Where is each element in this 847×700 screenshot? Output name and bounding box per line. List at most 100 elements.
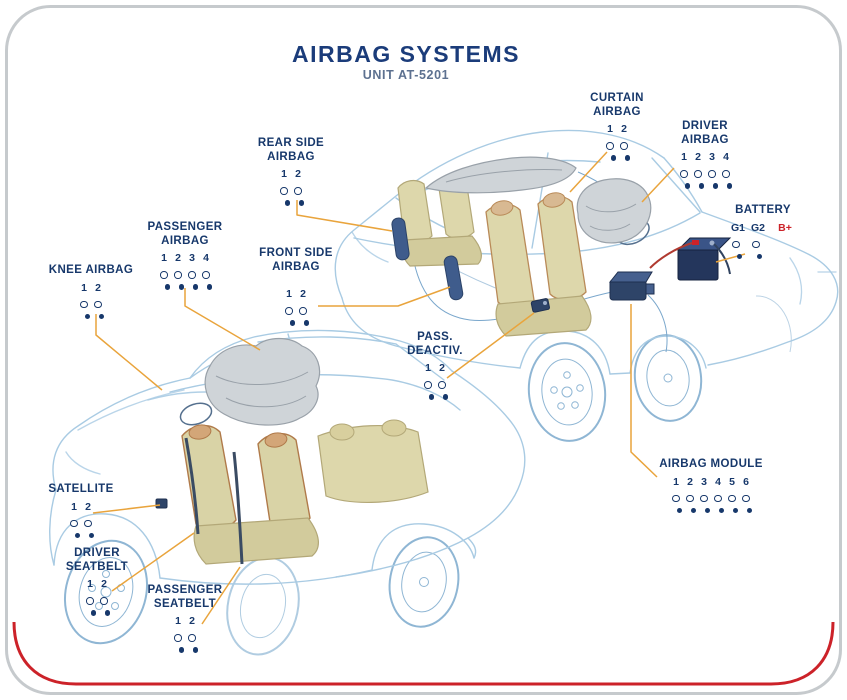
pin-dot-icon bbox=[281, 200, 295, 207]
pin-number: 1 bbox=[161, 252, 167, 264]
pin-number: 4 bbox=[715, 475, 721, 488]
pin-number: 1 bbox=[87, 578, 93, 590]
pin-circle-icon bbox=[669, 494, 683, 503]
pin-dot-icon bbox=[607, 155, 621, 162]
bottom-red-accent bbox=[12, 621, 835, 686]
front-side-airbag-graphic bbox=[443, 255, 464, 301]
pin-dot-icon bbox=[175, 647, 189, 654]
pin-dot-icon bbox=[723, 183, 737, 190]
callout-rear-side-airbag-label: REAR SIDE AIRBAG bbox=[257, 137, 325, 163]
pin-circle-icon bbox=[282, 307, 296, 315]
leader-rear-side-airbag bbox=[296, 200, 393, 232]
pin-dot-icon bbox=[85, 532, 99, 540]
callout-battery-label: BATTERY bbox=[735, 204, 791, 216]
callout-passenger-airbag-label: PASSENGER AIRBAG bbox=[147, 221, 223, 247]
pin-dot-icon bbox=[439, 394, 453, 401]
pin-number: 3 bbox=[709, 151, 715, 163]
pin-circle-icon bbox=[277, 187, 291, 195]
pin-number: 4 bbox=[203, 252, 209, 264]
curtain-airbag-graphic bbox=[424, 156, 577, 194]
pin-circle-icon bbox=[421, 381, 435, 389]
pin-number: 5 bbox=[729, 475, 735, 488]
pin-number: 1 bbox=[175, 615, 181, 627]
pin-circle-icon bbox=[67, 519, 81, 528]
pin-circle-icon bbox=[683, 494, 697, 503]
pin-dot-icon bbox=[743, 507, 757, 515]
pin-dot-icon bbox=[730, 253, 750, 261]
leader-pass-deactiv bbox=[446, 312, 535, 379]
callout-airbag-module-pin-dots bbox=[648, 502, 781, 513]
pin-number: 2 bbox=[687, 475, 693, 488]
leader-passenger-airbag bbox=[184, 288, 261, 351]
pin-number: 6 bbox=[743, 475, 749, 488]
pin-circle-icon bbox=[171, 271, 185, 279]
callout-driver-airbag-pin-circles bbox=[645, 165, 765, 178]
pin-number: 4 bbox=[723, 151, 729, 163]
pin-dot-icon bbox=[203, 284, 217, 291]
pin-number: 2 bbox=[95, 281, 101, 294]
car-right-front-seats bbox=[485, 192, 592, 337]
pin-dot-icon bbox=[687, 507, 701, 515]
callout-passenger-seatbelt-pin-circles bbox=[125, 629, 245, 642]
pin-number: G1 bbox=[730, 221, 745, 234]
pin-dot-icon bbox=[101, 610, 115, 617]
pin-circle-icon bbox=[185, 271, 199, 279]
callout-driver-seatbelt-pin-dots bbox=[44, 604, 157, 616]
pin-number: 1 bbox=[286, 288, 292, 300]
pin-number: 1 bbox=[681, 151, 687, 163]
pin-circle-icon bbox=[291, 187, 305, 195]
pin-circle-icon bbox=[691, 170, 705, 178]
leader-airbag-module bbox=[630, 304, 658, 478]
callout-pass-deactiv-pin-dots bbox=[382, 388, 495, 400]
leader-driver-airbag bbox=[641, 167, 675, 203]
pin-number: 1 bbox=[281, 168, 287, 180]
callout-passenger-airbag-pin-circles bbox=[125, 266, 245, 279]
leader-satellite bbox=[92, 504, 161, 514]
pin-dot-icon bbox=[189, 284, 203, 291]
pin-dot-icon bbox=[286, 320, 300, 327]
callout-satellite-pin-circles bbox=[26, 515, 136, 527]
satellite-component bbox=[155, 498, 168, 509]
leader-driver-seatbelt bbox=[111, 532, 195, 592]
callout-battery-pin-dots bbox=[710, 248, 823, 259]
leader-curtain-airbag bbox=[569, 151, 608, 193]
pin-number: 2 bbox=[621, 123, 627, 135]
pin-dot-icon bbox=[87, 610, 101, 617]
page-title: AIRBAG SYSTEMS bbox=[291, 41, 521, 67]
callout-driver-seatbelt-pin-circles bbox=[37, 592, 157, 605]
pin-number: 2 bbox=[300, 288, 306, 300]
pin-number: 1 bbox=[673, 475, 679, 488]
pin-circle-icon bbox=[725, 494, 739, 503]
pin-dot-icon bbox=[695, 183, 709, 190]
pin-dot-icon bbox=[295, 200, 309, 207]
pin-circle-icon bbox=[697, 494, 711, 503]
pin-circle-icon bbox=[91, 300, 105, 309]
callout-front-side-airbag-label: FRONT SIDE AIRBAG bbox=[259, 247, 333, 273]
pin-number: 2 bbox=[695, 151, 701, 163]
pin-dot-icon bbox=[750, 253, 770, 261]
driver-airbag-graphic bbox=[576, 178, 652, 244]
pin-dot-icon bbox=[81, 313, 95, 321]
callout-passenger-seatbelt-label: PASSENGER SEATBELT bbox=[147, 584, 223, 610]
pin-circle-icon bbox=[726, 240, 746, 249]
pin-dot-icon bbox=[709, 183, 723, 190]
battery-component bbox=[649, 237, 732, 281]
passenger-seatbelt-graphic bbox=[232, 451, 244, 565]
pin-dot-icon bbox=[621, 155, 635, 162]
car-right-wheels bbox=[527, 295, 792, 442]
